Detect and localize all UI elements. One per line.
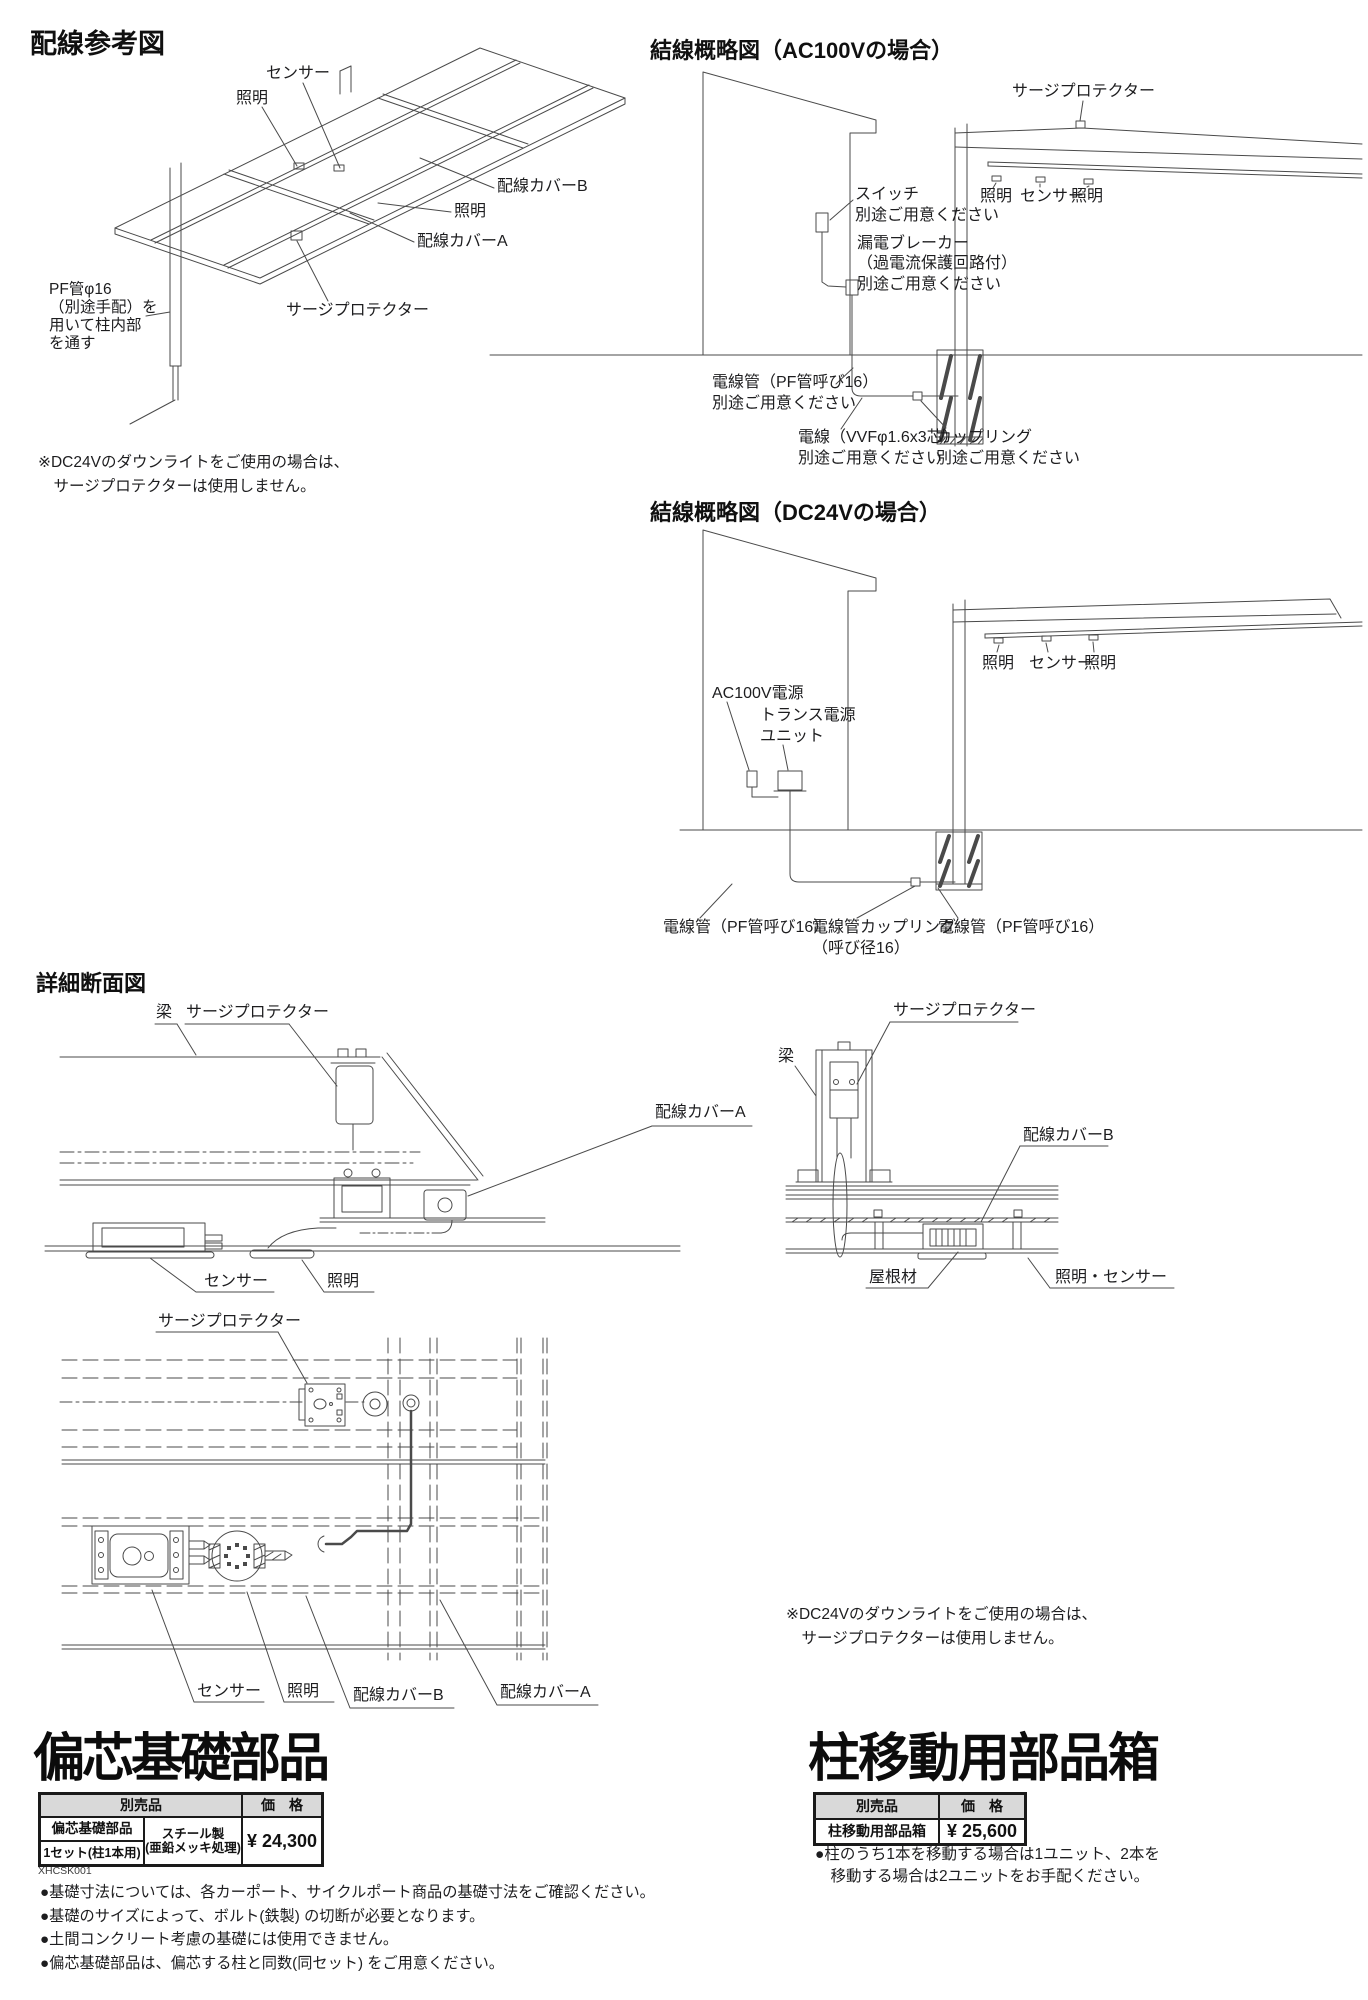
table-cell-price: ¥ 25,600 [939, 1819, 1025, 1844]
label-breaker: 漏電ブレーカー （過電流保護回路付） 別途ご用意ください [857, 235, 1018, 293]
label-surge-protector: サージプロテクター [893, 1002, 1037, 1019]
label-light: 照明 [980, 188, 1013, 205]
table-cell-material: スチール製 (亜鉛メッキ処理) [144, 1817, 242, 1865]
table-header-price: 価 格 [939, 1794, 1025, 1819]
label-conduit: 電線管（PF管呼び16） [663, 919, 830, 936]
label-pf-pipe-note: PF管φ16 （別途手配）を 用いて柱内部 を通す [49, 281, 158, 352]
bullet-note: ●基礎寸法については、各カーポート、サイクルポート商品の基礎寸法をご確認ください… [40, 1884, 655, 1901]
dc24v-drawing [679, 529, 1363, 919]
bullet-note: ●基礎のサイズによって、ボルト(鉄製) の切断が必要となります。 [40, 1907, 485, 1925]
label-sensor: センサー [1029, 655, 1094, 672]
label-wiring-cover-a: 配線カバーA [500, 1684, 591, 1701]
table-cell-product-name: 偏芯基礎部品 [40, 1817, 144, 1841]
label-switch: スイッチ 別途ご用意ください [855, 186, 1000, 224]
label-wiring-cover-b: 配線カバーB [1023, 1127, 1114, 1144]
label-wiring-cover-a: 配線カバーA [417, 233, 508, 250]
plan-view-drawing [59, 1331, 599, 1709]
label-sensor: センサー [1020, 188, 1085, 205]
label-cable: 電線（VVFφ1.6x3芯） 別途ご用意ください [798, 429, 959, 467]
note-dc24v-downlight: ※DC24Vのダウンライトをご使用の場合は、 サージプロテクターは使用しません。 [38, 454, 349, 496]
label-ac100v-power: AC100V電源 [712, 685, 804, 702]
label-surge-protector: サージプロテクター [158, 1313, 302, 1330]
pillar-box-price-table: 別売品 価 格 柱移動用部品箱 ¥ 25,600 [813, 1792, 1027, 1846]
table-cell-set-unit: 1セット(柱1本用) [40, 1841, 144, 1865]
section-title-dc24v: 結線概略図（DC24Vの場合） [650, 500, 941, 525]
label-light: 照明 [327, 1273, 360, 1290]
label-surge-protector: サージプロテクター [286, 302, 430, 319]
product-title-pillar-box: 柱移動用部品箱 [808, 1730, 1160, 1788]
section-title-ac100v: 結線概略図（AC100Vの場合） [650, 38, 954, 63]
table-cell-price: ¥ 24,300 [242, 1817, 322, 1865]
label-light: 照明 [236, 90, 269, 107]
label-wiring-cover-b: 配線カバーB [497, 178, 588, 195]
product-code: XHCSK001 [38, 1865, 92, 1877]
section-title-wiring-ref: 配線参考図 [30, 29, 165, 59]
label-beam: 梁 [778, 1048, 795, 1065]
table-header-price: 価 格 [242, 1794, 322, 1817]
label-transformer-unit: トランス電源 ユニット [760, 707, 856, 745]
cross-section-left-drawing [44, 1023, 753, 1293]
label-conduit-coupling: 電線管カップリング （呼び径16） [812, 919, 957, 957]
label-light: 照明 [287, 1683, 320, 1700]
ac100v-drawing [489, 71, 1363, 447]
cross-section-right-drawing [785, 1021, 1175, 1289]
wiring-reference-drawing [114, 47, 626, 425]
table-header-sold-separately: 別売品 [40, 1794, 242, 1817]
label-wiring-cover-b: 配線カバーB [353, 1687, 444, 1704]
pillar-box-note: ●柱のうち1本を移動する場合は1ユニット、2本を 移動する場合は2ユニットをお手… [815, 1846, 1160, 1886]
label-wiring-cover-a: 配線カバーA [655, 1104, 746, 1121]
label-light-sensor: 照明・センサー [1055, 1269, 1168, 1286]
eccentric-base-notes: ●基礎寸法については、各カーポート、サイクルポート商品の基礎寸法をご確認ください… [40, 1881, 690, 1975]
label-surge-protector: サージプロテクター [186, 1004, 330, 1021]
label-light: 照明 [1084, 655, 1117, 672]
label-conduit: 電線管（PF管呼び16） [938, 919, 1105, 936]
label-light: 照明 [982, 655, 1015, 672]
eccentric-base-price-table: 別売品 価 格 偏芯基礎部品 1セット(柱1本用) スチール製 (亜鉛メッキ処理… [38, 1792, 324, 1867]
label-coupling: カップリング 別途ご用意ください [936, 429, 1081, 467]
table-header-sold-separately: 別売品 [815, 1794, 939, 1819]
bullet-note: ●偏芯基礎部品は、偏芯する柱と同数(同セット) をご用意ください。 [40, 1954, 504, 1972]
label-surge-protector: サージプロテクター [1012, 83, 1156, 100]
section-title-cross-section: 詳細断面図 [36, 971, 147, 996]
label-roof-material: 屋根材 [869, 1269, 918, 1286]
label-sensor: センサー [197, 1683, 262, 1700]
label-light: 照明 [1071, 188, 1104, 205]
label-sensor: センサー [204, 1273, 269, 1290]
label-conduit: 電線管（PF管呼び16） 別途ご用意ください [712, 374, 879, 412]
product-title-eccentric-base: 偏芯基礎部品 [33, 1730, 330, 1788]
note-dc24v-downlight: ※DC24Vのダウンライトをご使用の場合は、 サージプロテクターは使用しません。 [786, 1606, 1097, 1648]
label-light: 照明 [454, 203, 487, 220]
table-cell-product-name: 柱移動用部品箱 [815, 1819, 939, 1844]
label-sensor: センサー [266, 65, 331, 82]
bullet-note: ●土間コンクリート考慮の基礎には使用できません。 [40, 1931, 399, 1949]
label-beam: 梁 [156, 1004, 173, 1021]
